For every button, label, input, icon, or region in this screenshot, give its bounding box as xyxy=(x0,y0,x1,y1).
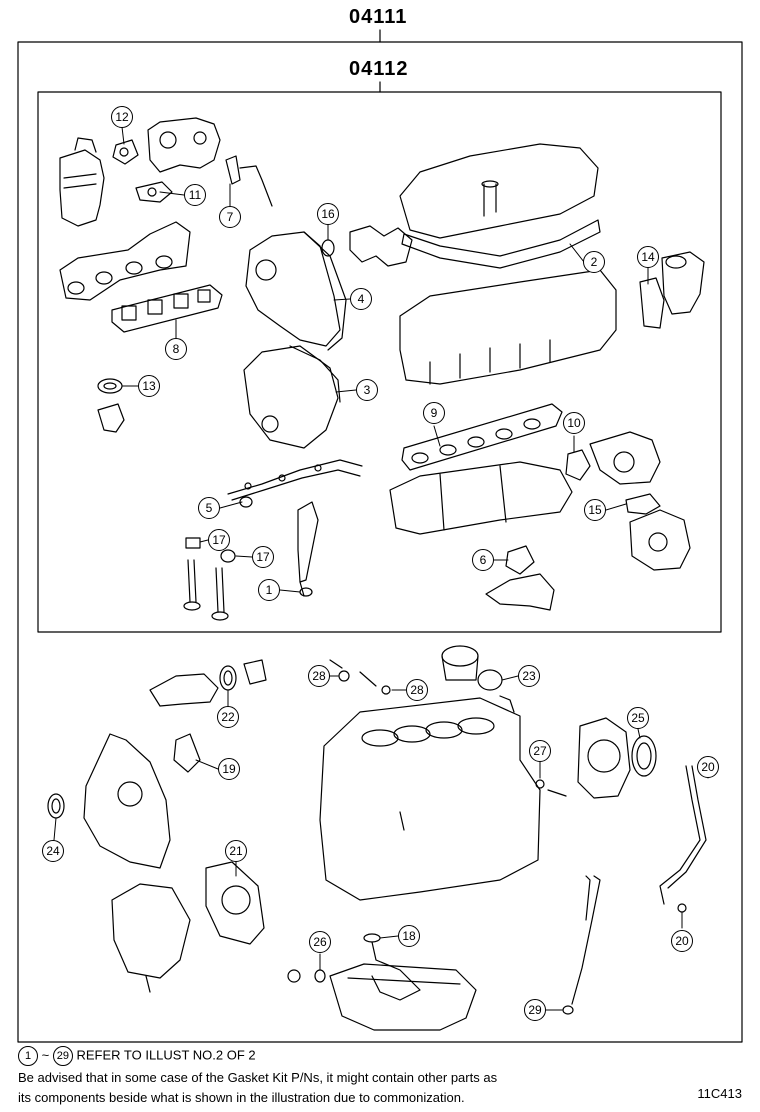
gasket-10-part xyxy=(565,449,591,481)
injector-part xyxy=(297,501,319,597)
callout-2: 2 xyxy=(583,251,605,273)
rear-seal-retainer-part xyxy=(577,717,631,799)
callout-1: 1 xyxy=(258,579,280,601)
washer-27-part xyxy=(535,779,567,797)
callout-21: 21 xyxy=(225,840,247,862)
kit-label-04112: 04112 xyxy=(349,58,409,80)
bolt-28b-part xyxy=(359,671,391,695)
oil-pan-part xyxy=(329,963,477,1031)
callout-14: 14 xyxy=(637,246,659,268)
callout-3: 3 xyxy=(356,379,378,401)
head-cover-gasket-2-part xyxy=(401,219,601,269)
callout-22: 22 xyxy=(217,706,239,728)
seal-13-part xyxy=(97,378,125,433)
callout-18: 18 xyxy=(398,925,420,947)
seal-24-part xyxy=(47,793,65,819)
gasket-11-part xyxy=(135,181,173,203)
callout-6: 6 xyxy=(472,549,494,571)
callout-16: 16 xyxy=(317,203,339,225)
figure-code: 11C413 xyxy=(697,1086,742,1101)
callout-26: 26 xyxy=(309,931,331,953)
valve-seal-17a-part xyxy=(185,537,201,549)
callout-11: 11 xyxy=(184,184,206,206)
callout-5: 5 xyxy=(198,497,220,519)
callout-24: 24 xyxy=(42,840,64,862)
callout-28-left: 28 xyxy=(308,665,330,687)
gasket-6-part xyxy=(485,545,555,611)
callout-9: 9 xyxy=(423,402,445,424)
thermostat-14-part xyxy=(639,251,705,329)
dipstick-part xyxy=(571,875,601,1005)
oil-pump-part xyxy=(111,883,191,993)
ref-tilde: ~ xyxy=(41,1047,50,1063)
callout-27: 27 xyxy=(529,740,551,762)
head-cover-part xyxy=(399,143,599,239)
union-20b-part xyxy=(677,903,687,913)
callout-17-upper: 17 xyxy=(208,529,230,551)
callout-7: 7 xyxy=(219,206,241,228)
gasket-12-part xyxy=(112,139,139,165)
callout-8: 8 xyxy=(165,338,187,360)
callout-12: 12 xyxy=(111,106,133,128)
valves-part xyxy=(183,559,229,621)
callout-13: 13 xyxy=(138,375,160,397)
callout-29: 29 xyxy=(524,999,546,1021)
manifold-gasket-8-part xyxy=(111,284,223,333)
callout-20-upper: 20 xyxy=(697,756,719,778)
seal-22-part xyxy=(219,665,237,691)
oil-pipe-part xyxy=(659,765,707,905)
callout-19: 19 xyxy=(218,758,240,780)
timing-cover-4-part xyxy=(245,231,347,351)
kit-bracket-04112 xyxy=(37,81,722,633)
callout-10: 10 xyxy=(563,412,585,434)
gasket-15-part xyxy=(625,493,661,515)
water-outlet-part xyxy=(149,673,219,707)
filter-part xyxy=(441,645,479,681)
turbo-part xyxy=(629,509,691,571)
sensor-7-part xyxy=(225,155,273,207)
timing-case-part xyxy=(83,733,171,869)
callout-20-lower: 20 xyxy=(671,930,693,952)
bolt-28a-part xyxy=(329,659,350,682)
washer-26-part xyxy=(287,969,326,983)
callout-25: 25 xyxy=(627,707,649,729)
callout-15: 15 xyxy=(584,499,606,521)
callout-28-right: 28 xyxy=(406,679,428,701)
timing-cover-3-part xyxy=(243,345,341,449)
throttle-body-part xyxy=(589,431,661,485)
ref-end-number: 29 xyxy=(52,1046,73,1066)
reference-note: 1 ~ 29 REFER TO ILLUST NO.2 OF 2 xyxy=(18,1046,256,1066)
advisory-line-2: its components beside what is shown in t… xyxy=(18,1090,465,1105)
seal-5-part xyxy=(239,496,253,508)
intake-manifold-part xyxy=(389,461,573,535)
gasket-19-part xyxy=(173,733,201,773)
egr-valve-part xyxy=(147,117,221,173)
sensor-part xyxy=(243,659,267,685)
seal-25-part xyxy=(631,735,657,777)
gasket-21-part xyxy=(205,861,265,945)
valve-seal-17b-part xyxy=(220,549,236,563)
water-pump-part xyxy=(349,225,413,267)
washer-1-part xyxy=(299,587,313,597)
callout-23: 23 xyxy=(518,665,540,687)
intake-gasket-9-part xyxy=(401,403,563,471)
ref-start-number: 1 xyxy=(18,1046,38,1066)
leader-lines xyxy=(53,126,709,1011)
callout-17-lower: 17 xyxy=(252,546,274,568)
ref-text: REFER TO ILLUST NO.2 OF 2 xyxy=(76,1047,256,1063)
oring-23-part xyxy=(477,669,503,691)
oring-29-part xyxy=(562,1005,574,1015)
kit-label-04111: 04111 xyxy=(349,6,408,28)
egr-cooler-part xyxy=(59,137,105,227)
advisory-line-1: Be advised that in some case of the Gask… xyxy=(18,1070,498,1085)
kit-bracket-04111 xyxy=(17,29,743,1043)
harness-part xyxy=(227,459,363,501)
exhaust-manifold-part xyxy=(59,221,191,301)
callout-4: 4 xyxy=(350,288,372,310)
cylinder-block-part xyxy=(319,697,541,901)
plug-part xyxy=(499,695,515,713)
cylinder-head-part xyxy=(399,269,617,385)
